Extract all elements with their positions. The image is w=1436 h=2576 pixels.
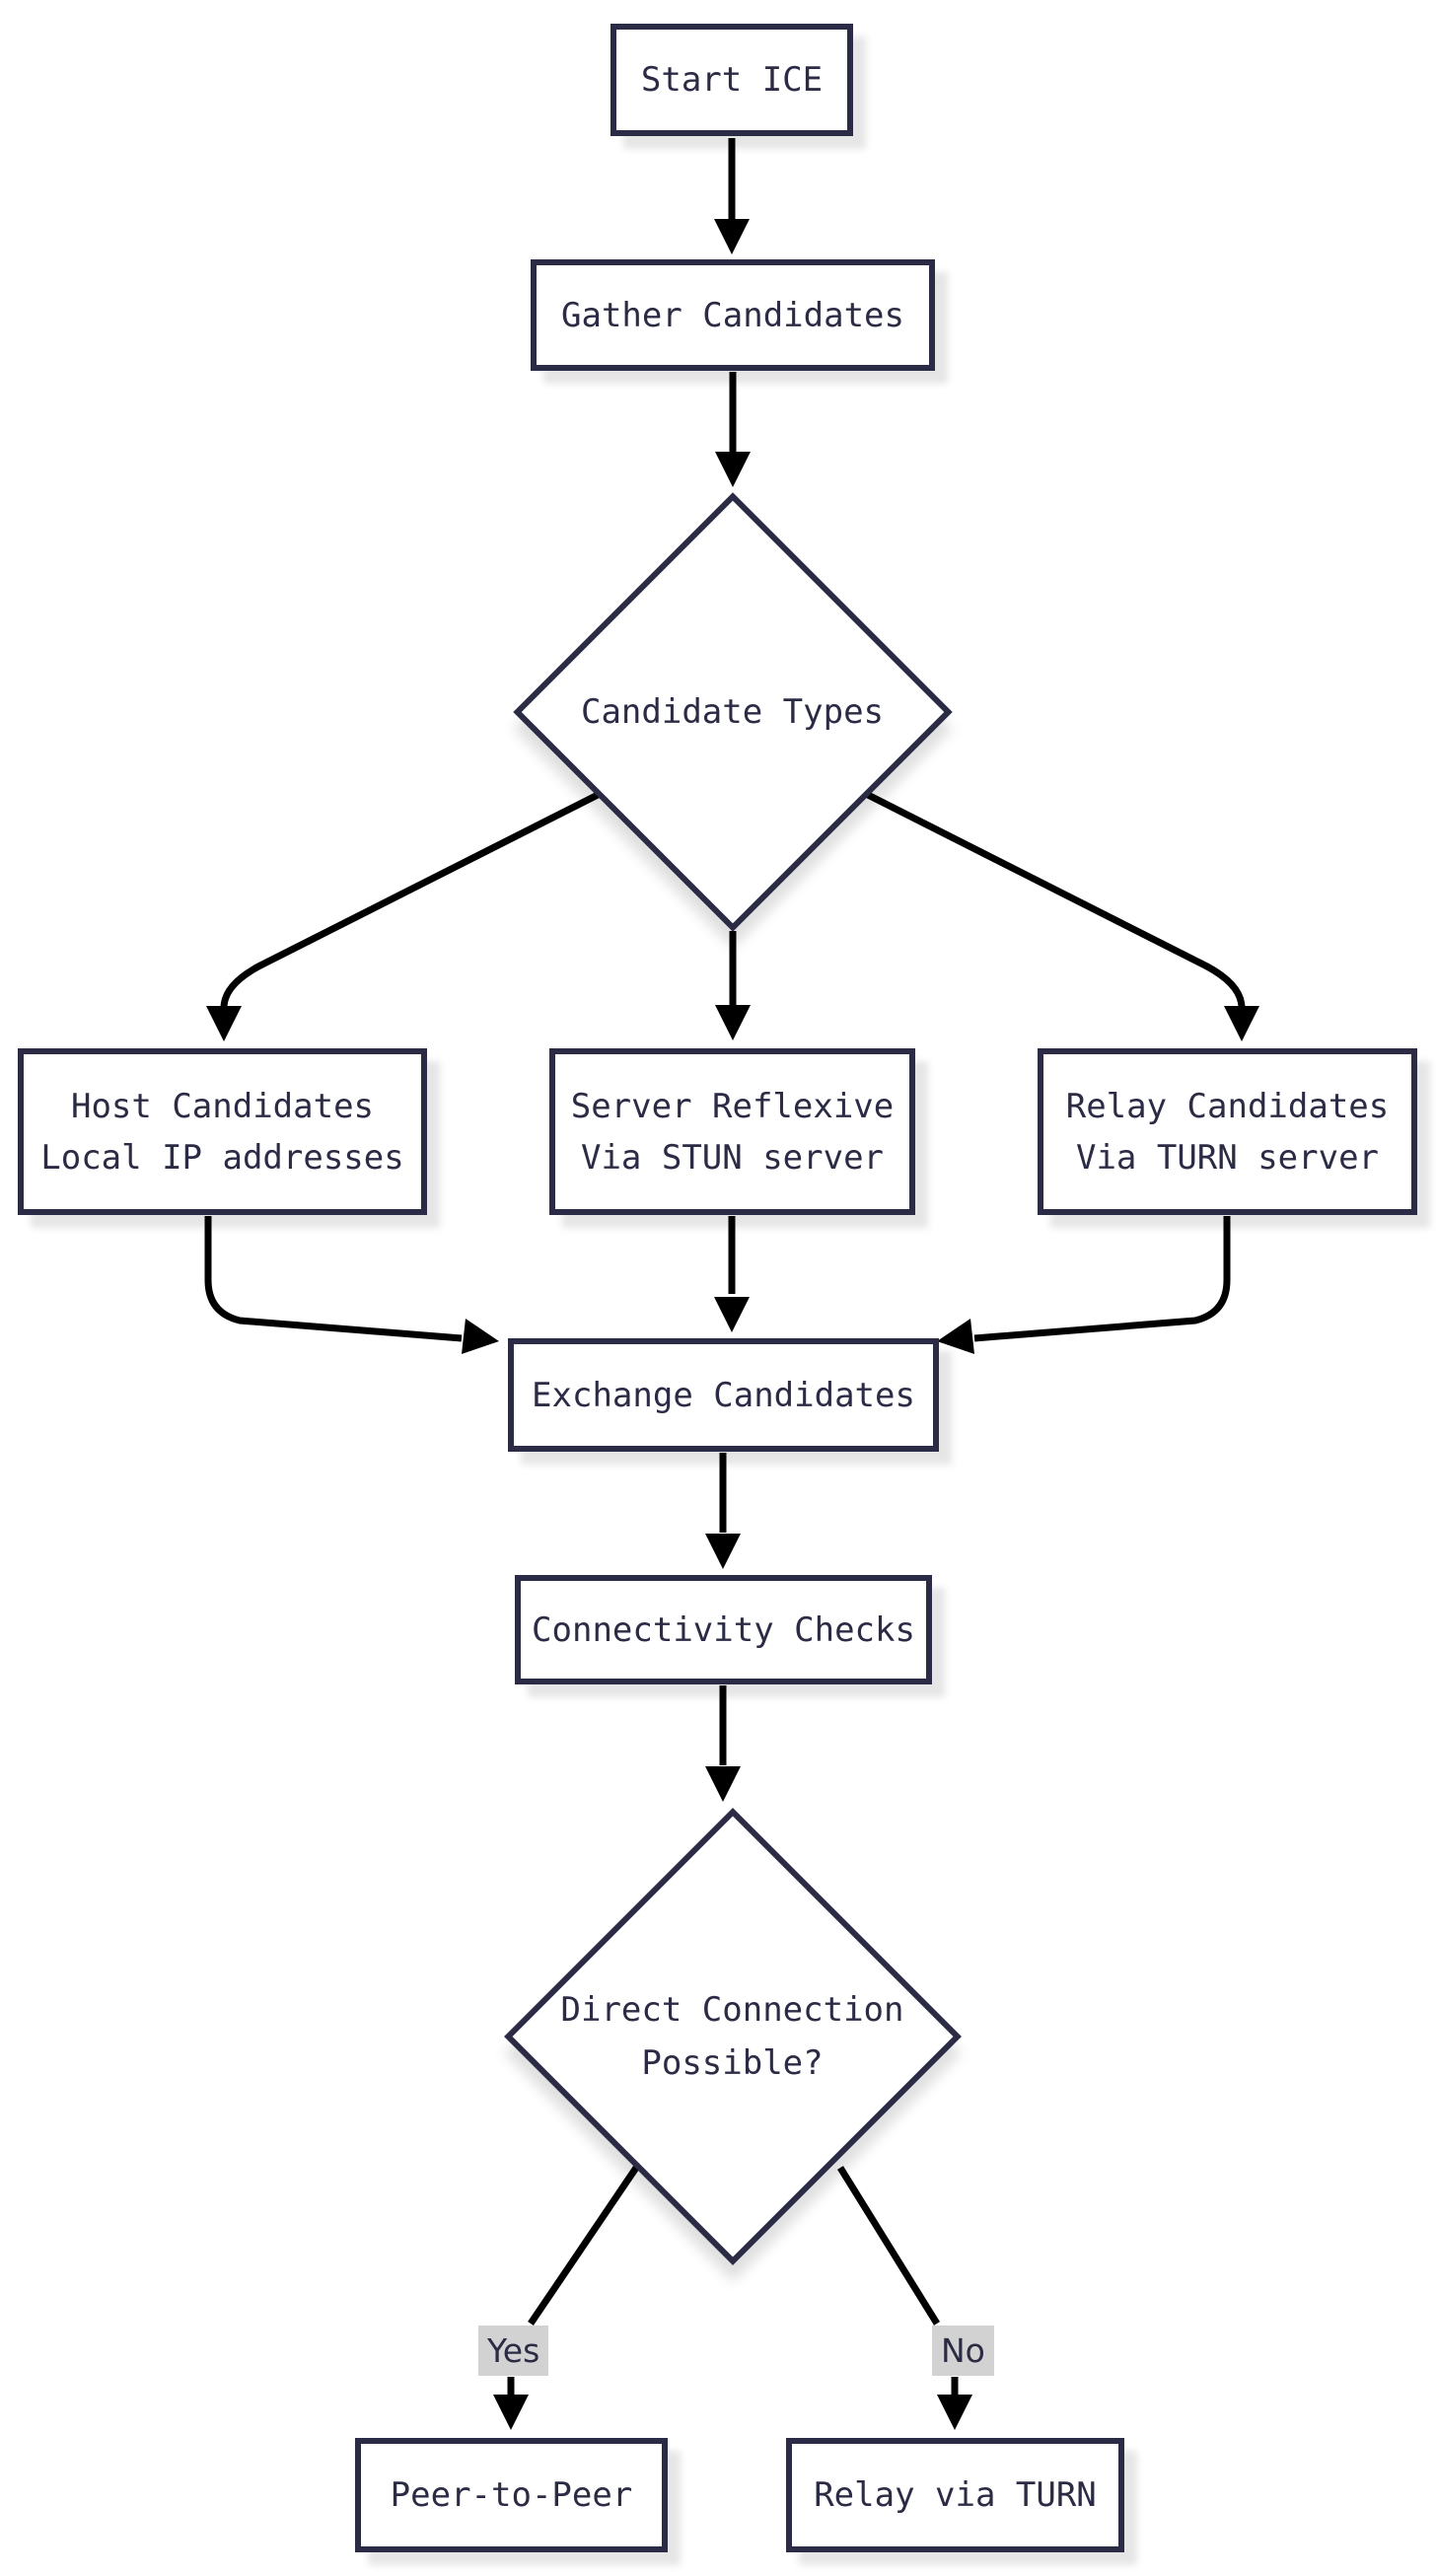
edge-label-no: No (932, 2326, 994, 2376)
node-direct-connection-possible[interactable]: Direct Connection Possible? (503, 1808, 962, 2265)
edge-label-no-text: No (941, 2331, 985, 2370)
edge-host-exchange (204, 1216, 463, 1342)
node-relay-candidates-line2: Via TURN server (1075, 1137, 1380, 1178)
arrowhead-icon (206, 1006, 242, 1041)
node-relay-via-turn[interactable]: Relay via TURN (786, 2438, 1124, 2552)
node-direct-connection-line1: Direct Connection (560, 1990, 904, 2030)
node-relay-candidates[interactable]: Relay Candidates Via TURN server (1038, 1048, 1417, 1215)
arrowhead-icon (462, 1319, 499, 1354)
node-start-ice-label: Start ICE (640, 60, 824, 100)
node-host-candidates-line2: Local IP addresses (40, 1137, 404, 1178)
node-relay-candidates-line1: Relay Candidates (1065, 1086, 1390, 1126)
node-connectivity-checks[interactable]: Connectivity Checks (515, 1575, 932, 1684)
edge-label-yes-text: Yes (487, 2331, 540, 2370)
node-host-candidates-line1: Host Candidates (70, 1086, 375, 1126)
edge-types-host (220, 791, 600, 1009)
edge-direct-yes-upper (528, 2166, 639, 2326)
node-direct-connection-line2: Possible? (641, 2043, 824, 2083)
arrowhead-icon (715, 1005, 751, 1040)
node-host-candidates[interactable]: Host Candidates Local IP addresses (18, 1048, 427, 1215)
arrowhead-icon (1224, 1006, 1259, 1041)
arrowhead-icon (937, 2395, 972, 2430)
node-exchange-candidates-label: Exchange Candidates (532, 1375, 915, 1415)
node-candidate-types-label: Candidate Types (580, 691, 885, 732)
node-relay-via-turn-label: Relay via TURN (814, 2475, 1097, 2515)
node-start-ice[interactable]: Start ICE (610, 24, 853, 136)
node-server-reflexive-line1: Server Reflexive (570, 1086, 895, 1126)
arrowhead-icon (714, 219, 750, 254)
arrowhead-icon (715, 452, 751, 487)
node-exchange-candidates[interactable]: Exchange Candidates (508, 1338, 939, 1452)
edge-direct-no-upper (837, 2166, 940, 2326)
edge-label-yes: Yes (478, 2326, 549, 2376)
arrowhead-icon (714, 1297, 750, 1332)
node-gather-candidates[interactable]: Gather Candidates (531, 259, 935, 371)
node-peer-to-peer[interactable]: Peer-to-Peer (355, 2438, 668, 2552)
node-server-reflexive-line2: Via STUN server (580, 1137, 885, 1178)
node-server-reflexive[interactable]: Server Reflexive Via STUN server (549, 1048, 915, 1215)
node-connectivity-checks-label: Connectivity Checks (532, 1610, 915, 1650)
arrowhead-icon (493, 2395, 529, 2430)
node-candidate-types[interactable]: Candidate Types (512, 491, 953, 932)
arrowhead-icon (937, 1319, 974, 1354)
arrowhead-icon (705, 1534, 741, 1569)
arrowhead-icon (705, 1766, 741, 1802)
edge-relay-exchange (973, 1216, 1231, 1342)
edge-types-relay (866, 791, 1246, 1009)
node-gather-candidates-label: Gather Candidates (561, 295, 904, 335)
node-peer-to-peer-label: Peer-to-Peer (390, 2475, 633, 2515)
